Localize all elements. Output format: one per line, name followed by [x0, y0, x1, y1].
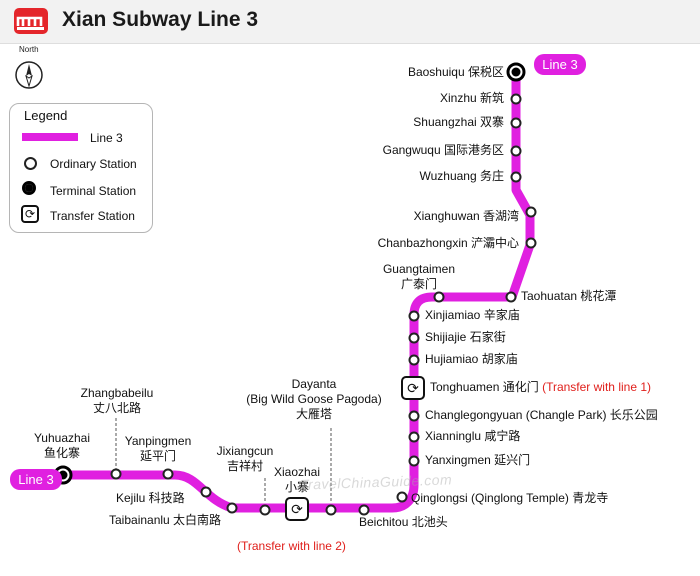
tonghuamen-transfer-note: (Transfer with line 1): [542, 380, 651, 394]
jixiangcun-cn: 吉祥村: [226, 459, 263, 473]
dayanta-en-2: (Big Wild Goose Pagoda): [246, 392, 382, 406]
station-label-xinjiamiao: Xinjiamiao 辛家庙: [425, 308, 520, 322]
station-dot-xinzhu: [510, 93, 522, 105]
dayanta-en: Dayanta: [291, 377, 337, 391]
metro-logo-icon: [14, 8, 48, 34]
station-label-guangtaimen: Guangtaimen 广泰门: [354, 262, 484, 292]
station-dot-xianghuwan: [525, 206, 537, 218]
legend-row-line: Line 3: [10, 127, 150, 149]
svg-text:⟳: ⟳: [291, 502, 303, 518]
line-3-badge-east: Line 3: [534, 54, 586, 75]
legend-ordinary-label: Ordinary Station: [50, 157, 137, 171]
station-label-xinzhu: Xinzhu 新筑: [439, 91, 504, 105]
guangtaimen-cn: 广泰门: [400, 277, 437, 291]
legend-row-transfer: ⟳ Transfer Station: [10, 205, 150, 227]
station-dot-gangwuqu: [510, 145, 522, 157]
station-dot-shijiajie: [408, 332, 420, 344]
station-dot-wuzhuang: [510, 171, 522, 183]
station-label-kejilu: Kejilu 科技路: [116, 491, 185, 505]
jixiangcun-en: Jixiangcun: [216, 444, 274, 458]
yanpingmen-en: Yanpingmen: [124, 434, 192, 448]
station-label-zhangbabeilu: Zhangbabeilu 丈八北路: [72, 386, 162, 416]
tonghuamen-name: Tonghuamen 通化门: [430, 380, 539, 394]
station-label-xianghuwan: Xianghuwan 香湖湾: [413, 209, 519, 223]
ordinary-station-icon: [24, 157, 37, 170]
ordinary-stations: [110, 93, 537, 516]
station-label-yanpingmen: Yanpingmen 延平门: [118, 434, 198, 464]
terminal-baoshuiqu: [506, 62, 526, 82]
station-dot-xianninglu: [408, 431, 420, 443]
xiaozhai-cn: 小寨: [284, 480, 309, 494]
station-label-changlegongyuan: Changlegongyuan (Changle Park) 长乐公园: [425, 408, 658, 422]
station-dot-xinjiamiao: [408, 310, 420, 322]
transfer-icon-tonghuamen: ⟳: [401, 376, 425, 400]
station-dot-dayanta: [325, 504, 337, 516]
station-label-wuzhuang: Wuzhuang 务庄: [419, 169, 505, 183]
yuhuazhai-cn: 鱼化寨: [43, 446, 80, 460]
station-dot-taohuatan: [505, 291, 517, 303]
line-swatch: [22, 133, 78, 141]
station-dot-shuangzhai: [510, 117, 522, 129]
station-dot-beichitou: [358, 504, 370, 516]
station-label-shijiajie: Shijiajie 石家街: [425, 330, 506, 344]
legend-transfer-label: Transfer Station: [50, 209, 135, 223]
page-title: Xian Subway Line 3: [62, 8, 259, 31]
line-3-badge-west: Line 3: [10, 469, 62, 490]
station-label-xianninglu: Xianninglu 咸宁路: [425, 429, 521, 443]
station-dot-guangtaimen: [433, 291, 445, 303]
station-dot-yanpingmen: [162, 468, 174, 480]
leader-lines: [115, 418, 332, 503]
station-label-yuhuazhai: Yuhuazhai 鱼化寨: [20, 431, 104, 461]
station-dot-taibainanlu: [226, 502, 238, 514]
station-label-qinglongsi: Qinglongsi (Qinglong Temple) 青龙寺: [411, 491, 609, 505]
station-label-dayanta: Dayanta (Big Wild Goose Pagoda) 大雁塔: [236, 377, 392, 422]
xiaozhai-transfer-note: (Transfer with line 2): [237, 539, 346, 553]
compass-icon: [15, 61, 43, 89]
station-dot-zhangbabeilu: [110, 468, 122, 480]
legend-box: Legend Line 3 Ordinary Station Terminal …: [9, 103, 153, 233]
legend-row-terminal: Terminal Station: [10, 180, 150, 202]
legend-line-label: Line 3: [90, 131, 123, 145]
terminal-station-icon: [22, 181, 36, 195]
station-dot-kejilu: [200, 486, 212, 498]
station-label-shuangzhai: Shuangzhai 双寨: [413, 115, 504, 129]
station-label-taibainanlu: Taibainanlu 太白南路: [109, 513, 222, 527]
yanpingmen-cn: 延平门: [139, 449, 176, 463]
north-label: North: [19, 45, 39, 54]
station-label-gangwuqu: Gangwuqu 国际港务区: [382, 143, 504, 157]
station-label-jixiangcun: Jixiangcun 吉祥村: [205, 444, 285, 474]
legend-row-ordinary: Ordinary Station: [10, 153, 150, 175]
station-label-tonghuamen: Tonghuamen 通化门 (Transfer with line 1): [430, 380, 651, 395]
station-label-baoshuiqu: Baoshuiqu 保税区: [407, 65, 504, 79]
header-bar: Xian Subway Line 3: [0, 0, 700, 44]
station-label-xiaozhai: Xiaozhai 小寨: [257, 465, 337, 495]
station-label-taohuatan: Taohuatan 桃花潭: [521, 289, 617, 303]
transfer-icon-xiaozhai: ⟳: [285, 497, 309, 521]
station-label-chanbazhongxin: Chanbazhongxin 浐灞中心: [377, 236, 519, 250]
station-dot-qinglongsi: [396, 491, 408, 503]
station-dot-hujiamiao: [408, 354, 420, 366]
yuhuazhai-en: Yuhuazhai: [33, 431, 91, 445]
station-dot-jixiangcun: [259, 504, 271, 516]
station-dot-changlegongyuan: [408, 410, 420, 422]
station-dot-yanxingmen: [408, 455, 420, 467]
xiaozhai-en: Xiaozhai: [273, 465, 321, 479]
dayanta-cn: 大雁塔: [295, 407, 332, 421]
zhangbabeilu-en: Zhangbabeilu: [80, 386, 154, 400]
station-label-beichitou: Beichitou 北池头: [359, 515, 448, 529]
station-label-hujiamiao: Hujiamiao 胡家庙: [425, 352, 518, 366]
station-label-yanxingmen: Yanxingmen 延兴门: [425, 453, 531, 467]
legend-terminal-label: Terminal Station: [50, 184, 137, 198]
station-dot-chanbazhongxin: [525, 237, 537, 249]
zhangbabeilu-cn: 丈八北路: [92, 401, 141, 415]
legend-title: Legend: [24, 108, 68, 123]
guangtaimen-en: Guangtaimen: [382, 262, 456, 276]
svg-text:⟳: ⟳: [407, 381, 419, 397]
transfer-station-icon: ⟳: [21, 205, 39, 223]
